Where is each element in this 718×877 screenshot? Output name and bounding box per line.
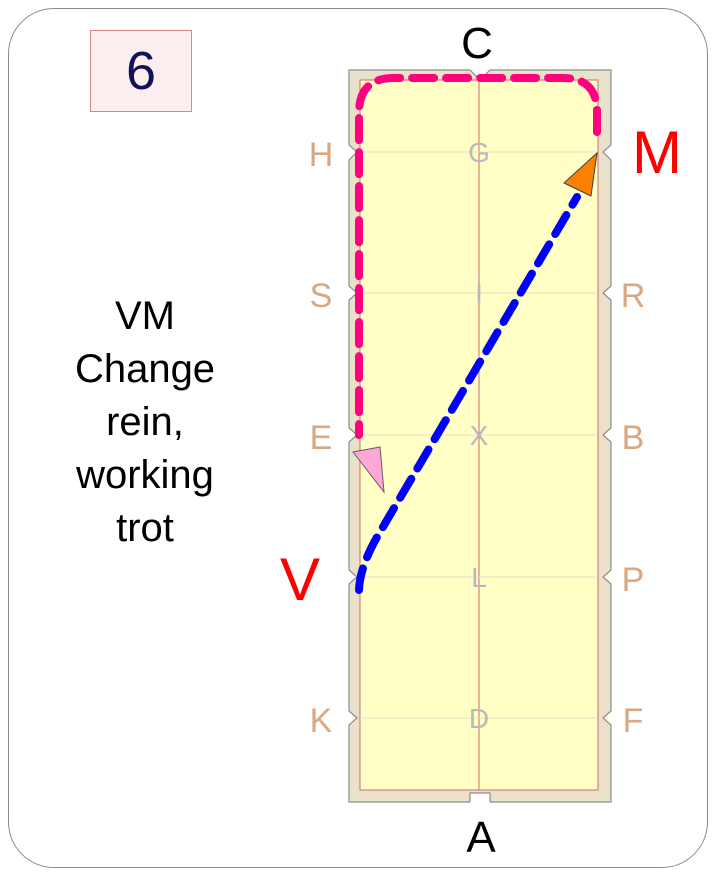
description-line: working	[76, 453, 214, 497]
marker-lines	[360, 151, 598, 719]
letter-e: E	[310, 419, 333, 457]
letter-b: B	[622, 419, 645, 457]
figure-number: 6	[125, 41, 157, 101]
letter-l: L	[471, 562, 487, 593]
letter-g: G	[468, 137, 490, 168]
movement-description: VM Change rein, working trot	[30, 290, 260, 555]
letter-m: M	[632, 119, 682, 186]
blue-path	[355, 193, 581, 594]
pink-path	[355, 74, 601, 439]
letter-r: R	[621, 277, 646, 315]
description-line: trot	[116, 506, 174, 550]
description-line: rein,	[106, 400, 184, 444]
letter-a: A	[466, 813, 496, 862]
letter-h: H	[309, 136, 334, 174]
letter-i: I	[475, 278, 483, 309]
letter-v: V	[280, 546, 320, 613]
figure-number-box: 6	[90, 30, 192, 112]
letter-c: C	[461, 19, 493, 68]
pink-arrow-icon	[352, 446, 385, 494]
description-line: Change	[74, 347, 216, 391]
orange-arrow-icon	[563, 151, 598, 197]
letter-s: S	[310, 277, 333, 315]
letter-d: D	[469, 703, 489, 734]
description-line: VM	[115, 294, 175, 338]
letter-x: X	[470, 420, 489, 451]
letter-p: P	[622, 561, 645, 599]
letter-k: K	[310, 702, 333, 740]
letter-f: F	[623, 702, 644, 740]
